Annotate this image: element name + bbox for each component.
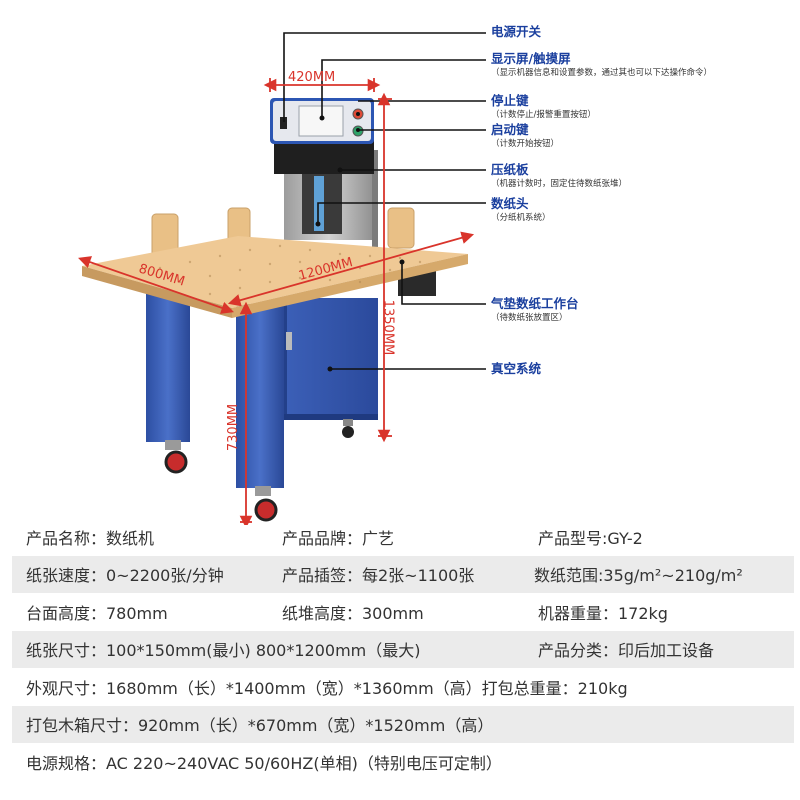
dimension-lines: [78, 78, 475, 525]
callout-title: 停止键: [491, 93, 529, 108]
dim-total-height: 1350MM: [380, 299, 396, 356]
spec-power: 电源规格：AC 220~240VAC 50/60HZ(单相)（特别电压可定制）: [26, 753, 502, 773]
caster-front: [254, 498, 278, 522]
callout-title: 启动键: [491, 122, 529, 137]
spec-dimensions: 外观尺寸：1680mm（长）*1400mm（宽）*1360mm（高）打包总重量：…: [26, 678, 628, 698]
vacuum-cabinet: [282, 298, 378, 416]
spec-model: 产品型号:GY-2: [538, 528, 643, 548]
spec-row: 电源规格：AC 220~240VAC 50/60HZ(单相)（特别电压可定制）: [12, 743, 794, 781]
spec-machine-weight: 机器重量：172kg: [538, 603, 668, 623]
callout-touch-screen: 显示屏/触摸屏 （显示机器信息和设置参数，通过其也可以下达操作命令）: [491, 51, 713, 78]
paper-guide-right: [387, 207, 415, 249]
spec-row: 产品名称：数纸机 产品品牌：广艺 产品型号:GY-2: [12, 518, 794, 556]
spec-speed: 纸张速度：0~2200张/分钟: [26, 566, 224, 586]
spec-row: 台面高度：780mm 纸堆高度：300mm 机器重量：172kg: [12, 593, 794, 631]
callout-title: 数纸头: [491, 196, 529, 211]
callout-subtitle: （分纸机系统）: [491, 212, 551, 223]
spec-tab-insert: 产品插签：每2张~1100张: [282, 566, 475, 586]
product-diagram: 420MM 800MM 1200MM 1350MM 730MM 电源开关 显示屏…: [78, 24, 713, 525]
machine-illustration: [78, 32, 486, 525]
spec-category: 产品分类：印后加工设备: [538, 641, 715, 661]
leg-front: [236, 304, 284, 488]
spec-paper-size: 纸张尺寸：100*150mm(最小) 800*1200mm（最大): [26, 641, 421, 661]
dim-panel-width: 420MM: [288, 70, 336, 85]
power-switch[interactable]: [280, 117, 287, 129]
spec-row: 外观尺寸：1680mm（长）*1400mm（宽）*1360mm（高）打包总重量：…: [12, 668, 794, 706]
callout-subtitle: （计数停止/报警重置按钮）: [491, 109, 596, 120]
callout-subtitle: （显示机器信息和设置参数，通过其也可以下达操作命令）: [491, 67, 713, 78]
spec-product-name: 产品名称：数纸机: [26, 528, 155, 548]
callout-start-button: 启动键 （计数开始按钮）: [491, 122, 560, 149]
spec-table-height: 台面高度：780mm: [26, 603, 168, 623]
callout-subtitle: （机器计数时，固定住待数纸张堆）: [491, 178, 628, 189]
callout-stop-button: 停止键 （计数停止/报警重置按钮）: [491, 93, 596, 120]
spec-paper-range: 数纸范围:35g/m²~210g/m²: [534, 566, 743, 586]
spec-row: 纸张尺寸：100*150mm(最小) 800*1200mm（最大) 产品分类：印…: [12, 630, 794, 668]
callout-press-plate: 压纸板 （机器计数时，固定住待数纸张堆）: [491, 162, 628, 189]
spec-brand: 产品品牌：广艺: [282, 528, 395, 548]
spec-table: 产品名称：数纸机 产品品牌：广艺 产品型号:GY-2 纸张速度：0~2200张/…: [12, 518, 794, 781]
callout-subtitle: （计数开始按钮）: [491, 138, 560, 149]
callout-power-switch: 电源开关: [491, 24, 542, 39]
callout-air-table: 气垫数纸工作台 （待数纸张放置区）: [491, 296, 579, 323]
callout-title: 压纸板: [491, 162, 529, 177]
dim-table-height: 730MM: [226, 403, 242, 452]
callout-leaders: [283, 32, 486, 370]
leg-rear-left: [146, 292, 190, 442]
callout-title: 显示屏/触摸屏: [491, 51, 571, 66]
callout-title: 电源开关: [491, 24, 542, 39]
spec-row: 纸张速度：0~2200张/分钟 产品插签：每2张~1100张 数纸范围:35g/…: [12, 555, 794, 593]
touch-screen[interactable]: [298, 105, 344, 137]
callout-title: 气垫数纸工作台: [491, 296, 579, 311]
spec-crate-size: 打包木箱尺寸：920mm（长）*670mm（宽）*1520mm（高）: [26, 716, 494, 736]
caster-rear: [164, 450, 188, 474]
callout-counting-head: 数纸头 （分纸机系统）: [491, 196, 551, 223]
callout-vacuum-system: 真空系统: [491, 361, 542, 376]
callout-title: 真空系统: [491, 361, 542, 376]
spec-stack-height: 纸堆高度：300mm: [282, 603, 424, 623]
callout-subtitle: （待数纸张放置区）: [491, 312, 568, 323]
spec-row: 打包木箱尺寸：920mm（长）*670mm（宽）*1520mm（高）: [12, 705, 794, 743]
